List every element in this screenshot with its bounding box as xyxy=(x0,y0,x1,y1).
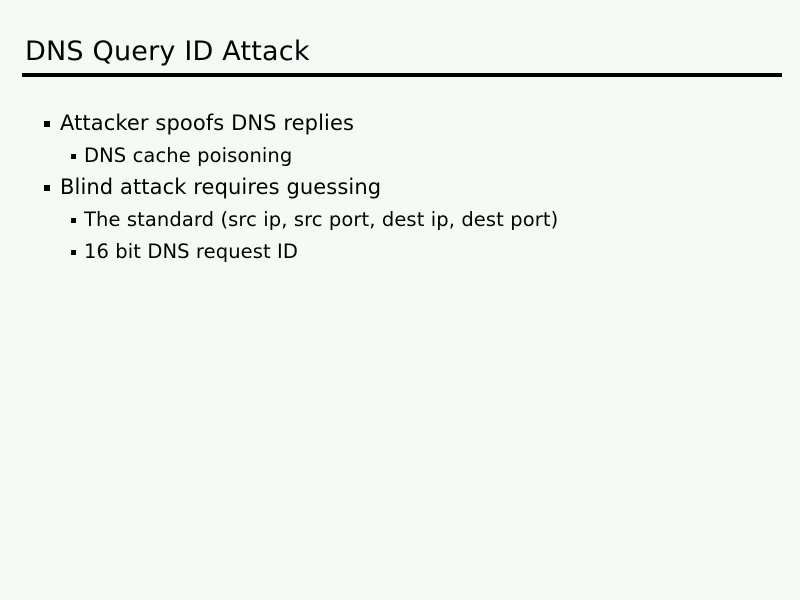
square-bullet-icon xyxy=(71,250,76,255)
square-bullet-icon xyxy=(71,218,76,223)
bullet-text: 16 bit DNS request ID xyxy=(84,240,299,263)
square-bullet-icon xyxy=(44,185,50,191)
list-item: DNS cache poisoning xyxy=(0,140,800,172)
bullet-text: The standard (src ip, src port, dest ip,… xyxy=(84,208,559,231)
slide-bullet-list: Attacker spoofs DNS replies DNS cache po… xyxy=(0,108,800,268)
square-bullet-icon xyxy=(44,121,50,127)
list-item: 16 bit DNS request ID xyxy=(0,236,800,268)
bullet-text: DNS cache poisoning xyxy=(84,144,293,167)
title-underline-rule xyxy=(22,73,782,77)
bullet-text: Attacker spoofs DNS replies xyxy=(60,111,355,135)
bullet-text: Blind attack requires guessing xyxy=(60,175,382,199)
page-title: DNS Query ID Attack xyxy=(25,36,310,67)
list-item: The standard (src ip, src port, dest ip,… xyxy=(0,204,800,236)
list-item: Attacker spoofs DNS replies xyxy=(0,108,800,140)
list-item: Blind attack requires guessing xyxy=(0,172,800,204)
square-bullet-icon xyxy=(71,154,76,159)
